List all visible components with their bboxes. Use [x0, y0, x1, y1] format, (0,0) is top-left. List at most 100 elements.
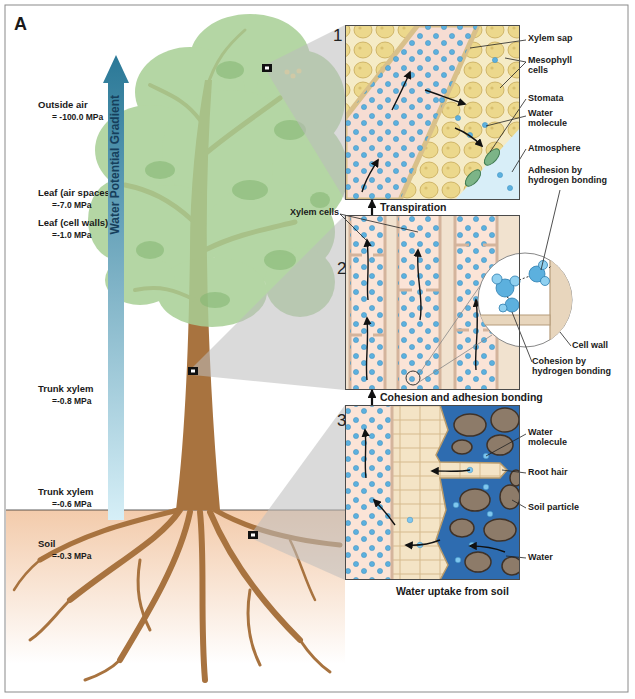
part-label: Xylem sap [528, 33, 573, 43]
flow-arrow [432, 470, 470, 471]
water-dot [492, 57, 497, 62]
leader-line [560, 332, 571, 346]
root [85, 660, 120, 680]
foliage [216, 61, 244, 79]
figure-letter: A [14, 14, 27, 35]
soil-particle [491, 408, 519, 432]
soil-water [345, 405, 520, 580]
perforation-plates [350, 245, 497, 335]
hydrogen-bond [549, 266, 551, 268]
foliage [145, 161, 175, 179]
connector-label: Cohesion and adhesion bonding [380, 391, 543, 403]
zoom-panel: 1 [345, 25, 520, 200]
water-dot [407, 517, 413, 523]
water-dot [453, 502, 459, 508]
cross-wall [373, 334, 385, 337]
part-label: =-0.8 MPa [52, 397, 91, 407]
root [30, 600, 70, 640]
soil-particle [460, 489, 490, 511]
part-label: Cell wall [572, 340, 608, 350]
leader-line [505, 58, 526, 62]
water-dots [439, 57, 512, 190]
flow-arrows [362, 72, 482, 192]
root [248, 590, 260, 665]
location-markers [188, 64, 272, 539]
flow-connector [371, 200, 373, 215]
part-label: Soil particle [528, 502, 579, 512]
zoom-fan [193, 215, 345, 390]
flow-arrow [470, 546, 505, 552]
soil-particle [465, 552, 491, 572]
soil-particle [452, 440, 472, 454]
root [138, 560, 150, 630]
oxygen-atom [505, 298, 519, 312]
leader-line [512, 149, 526, 172]
foliage [232, 180, 268, 200]
callout-number: 1 [333, 26, 342, 46]
leader-line [470, 40, 526, 48]
part-label: Soil [38, 539, 55, 550]
part-label: Atmosphere [528, 143, 581, 153]
part-label: Stomata [528, 93, 564, 103]
part-label: Leaf (air spaces) [38, 188, 113, 199]
hydrogen-bond [519, 276, 530, 280]
water-dot [455, 115, 460, 120]
soil-particle [500, 485, 520, 509]
part-label: =-0.3 MPa [52, 552, 91, 562]
foliage [136, 241, 164, 259]
zoom-fan [267, 25, 345, 200]
zoom-fan [253, 405, 345, 580]
cross-wall [483, 244, 497, 247]
hydrogen-atom [492, 274, 502, 284]
xylem-wall [391, 405, 394, 580]
zoom-line [419, 335, 492, 382]
part-label: Trunk xylem [38, 487, 93, 498]
flow-arrow [362, 160, 378, 192]
part-label: = -100.0 MPa [52, 113, 103, 123]
water-dots [398, 215, 440, 390]
part-label: Water [528, 552, 553, 562]
part-label: Xylem cells [290, 207, 339, 217]
zoom-line [419, 283, 482, 374]
cross-wall [426, 289, 440, 292]
cell-wall [550, 250, 580, 350]
zoom-content [478, 250, 580, 350]
marker-center [251, 534, 255, 537]
callout-number: 2 [337, 259, 346, 279]
hydrogen-atom [499, 304, 507, 312]
part-label: Root hair [528, 467, 568, 477]
leader-line [541, 190, 560, 270]
panel-caption: Water uptake from soil [396, 585, 509, 597]
leaf-illustration [345, 25, 520, 200]
soil-particle [487, 435, 513, 455]
leader-line [512, 500, 526, 508]
xylem-vessel [345, 25, 478, 200]
part-label: Water molecule [528, 108, 586, 129]
cross-wall [350, 334, 362, 337]
water-dots [345, 405, 392, 580]
leader-line [340, 214, 366, 240]
part-label: Cohesion by hydrogen bonding [532, 356, 624, 377]
foliage [310, 192, 330, 208]
atmosphere-region [455, 128, 520, 200]
cross-wall [350, 254, 362, 257]
leader-line [500, 62, 526, 88]
zoom-panel: 2 [345, 215, 520, 390]
part-label: Adhesion by hydrogen bonding [528, 165, 612, 186]
root [120, 512, 190, 660]
water-dot [483, 484, 489, 490]
zoom-fans [193, 25, 345, 580]
soil-particle [454, 414, 486, 436]
cross-wall [398, 289, 412, 292]
part-label: =-7.0 MPa [52, 201, 91, 211]
flow-arrow [425, 90, 465, 104]
water-dot [507, 185, 512, 190]
root-xylem [345, 405, 392, 580]
foliage [200, 292, 230, 308]
flow-arrow [476, 300, 478, 370]
leader-line [502, 470, 526, 473]
cross-wall [455, 329, 469, 332]
zoom-spot [406, 371, 420, 385]
hydrogen-atom [541, 277, 550, 286]
